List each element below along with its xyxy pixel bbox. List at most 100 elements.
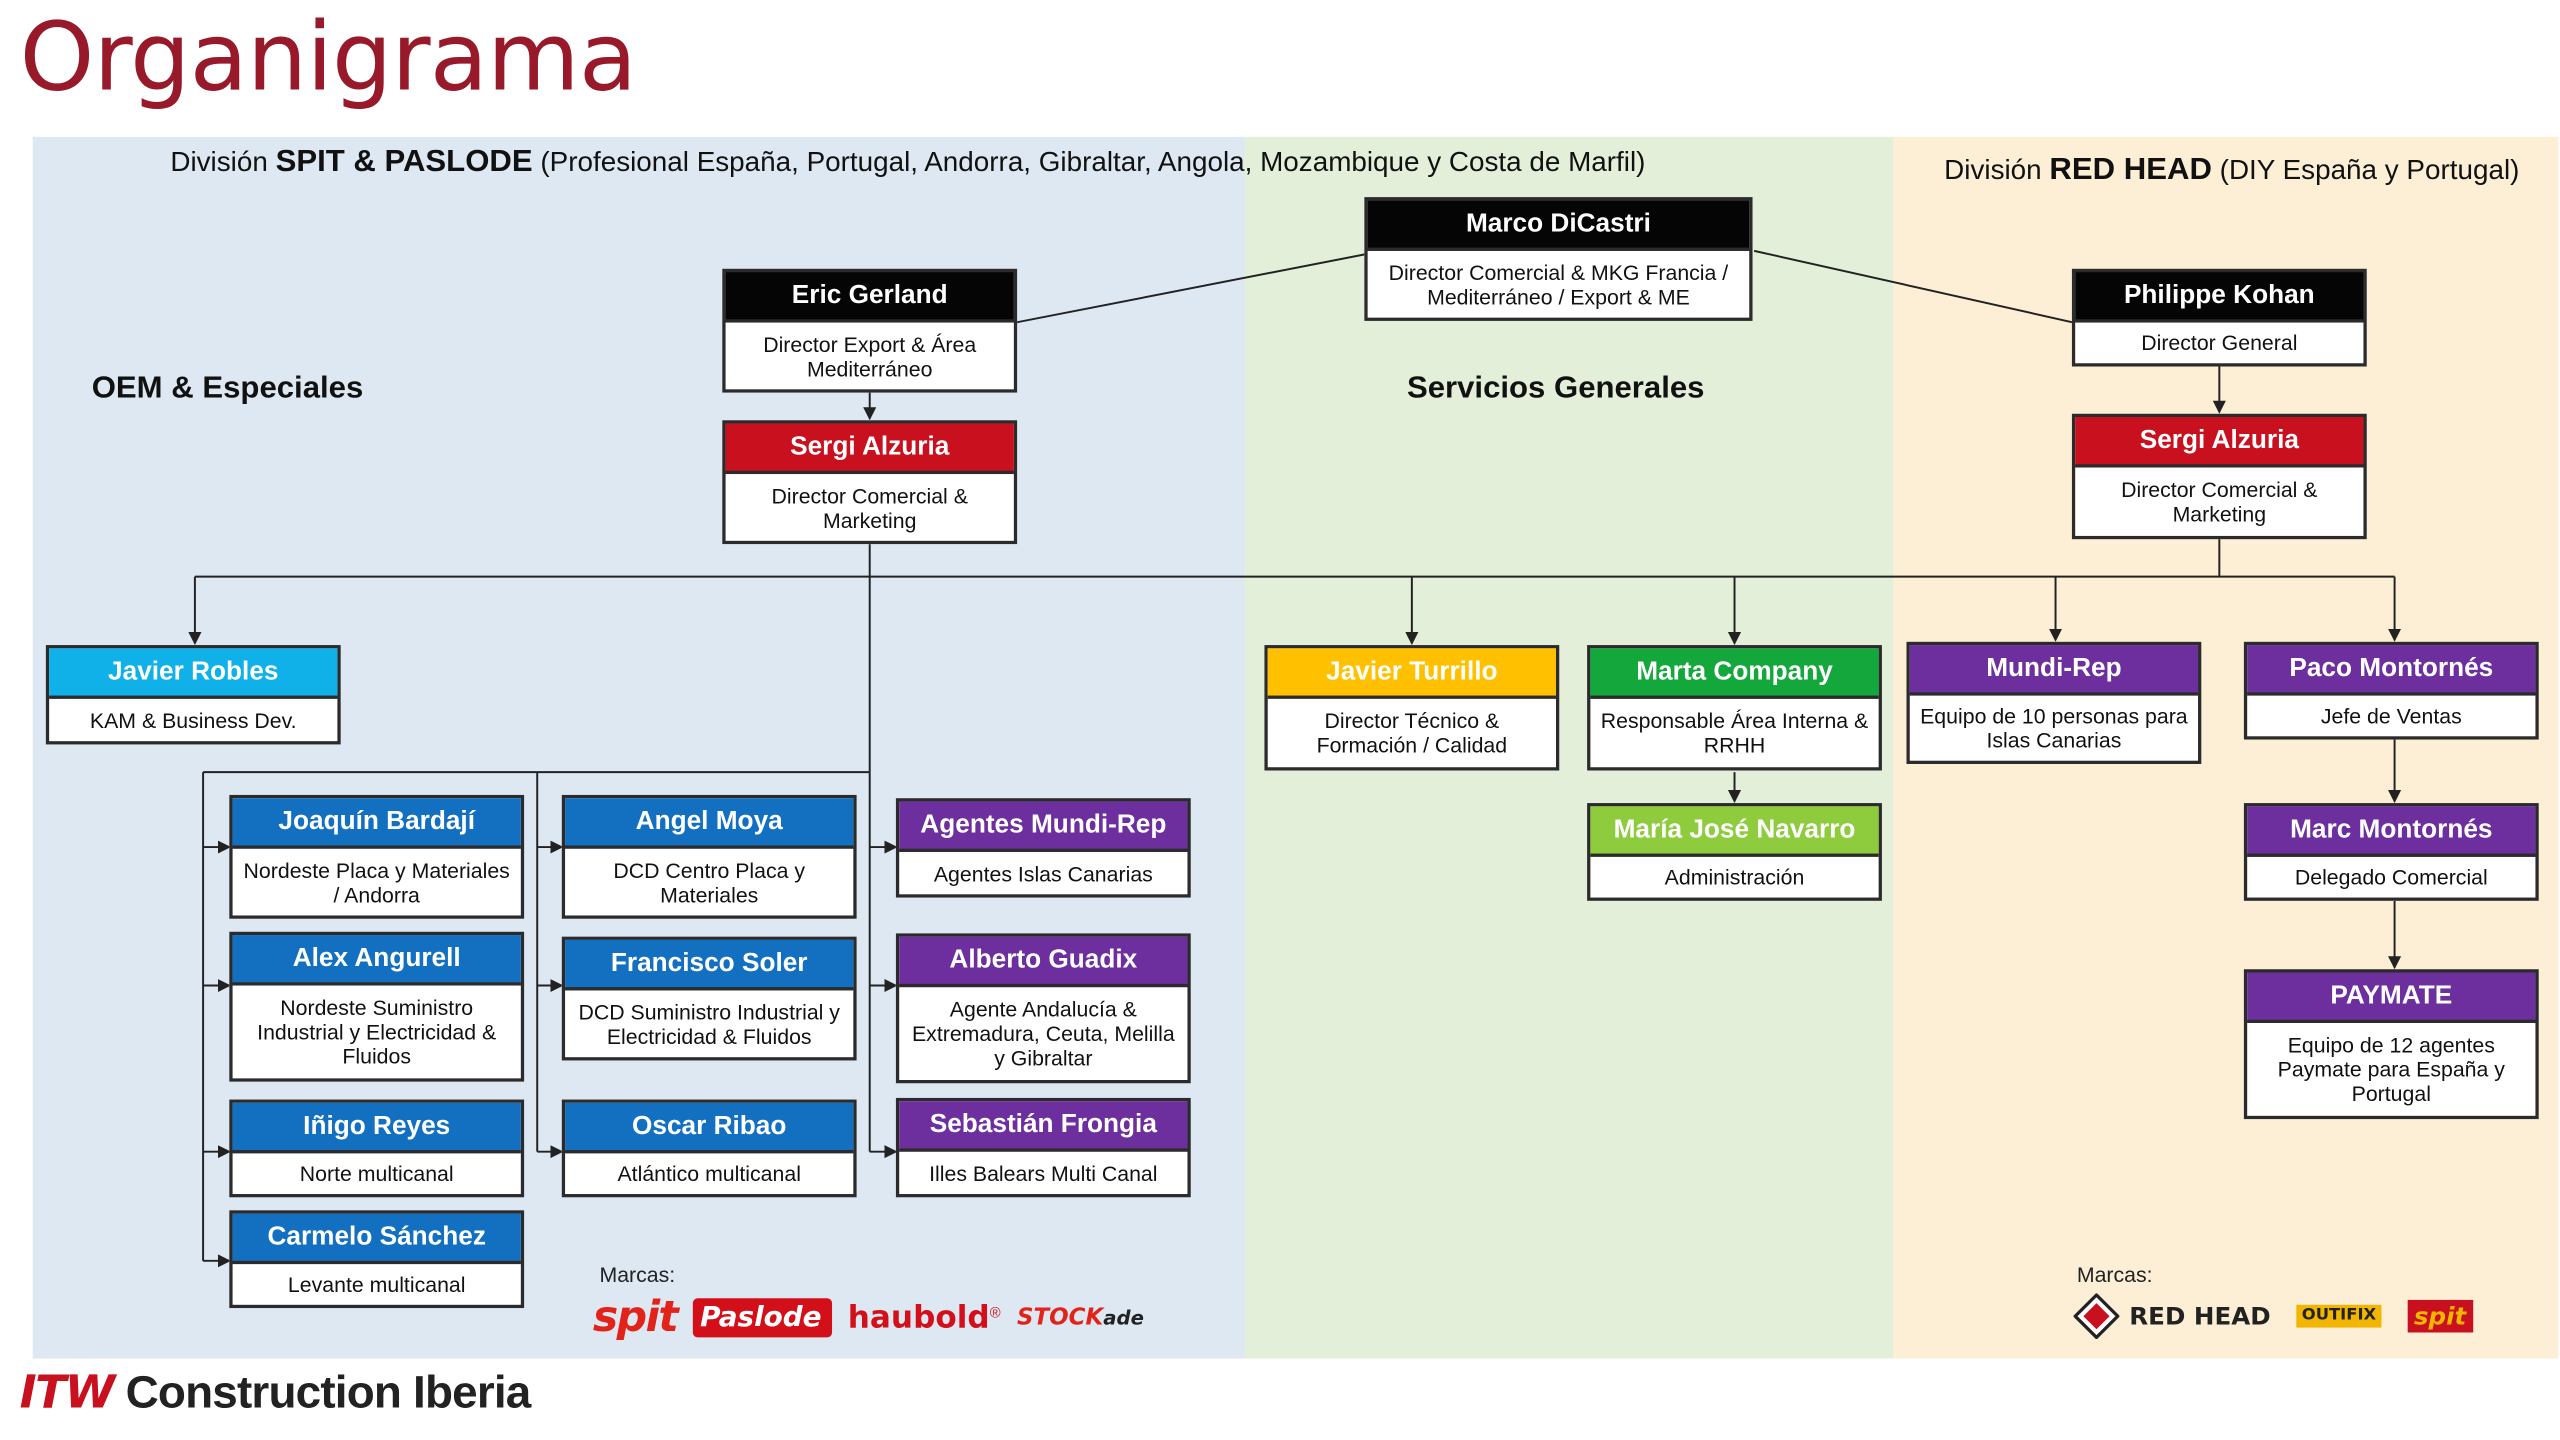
node-sergi-right: Sergi Alzuria Director Comercial & Marke…: [2071, 413, 2367, 540]
paslode-logo: Paslode: [693, 1298, 832, 1338]
node-agentes-role: Agentes Islas Canarias: [933, 860, 1153, 886]
node-agentes: Agentes Mundi-Rep Agentes Islas Canarias: [895, 798, 1191, 898]
node-oscar: Oscar Ribao Atlántico multicanal: [561, 1099, 857, 1198]
node-alex-name: Alex Angurell: [232, 935, 521, 986]
node-javier-robles: Javier Robles KAM & Business Dev.: [45, 645, 341, 745]
division-spit-scope: (Profesional España, Portugal, Andorra, …: [532, 146, 1646, 178]
redhead-diamond-icon: [2073, 1293, 2120, 1340]
spit-small-logo: spit: [2407, 1299, 2473, 1333]
node-marta-name: Marta Company: [1590, 648, 1879, 699]
node-alex: Alex Angurell Nordeste Suministro Indust…: [229, 931, 525, 1082]
node-inigo: Iñigo Reyes Norte multicanal: [229, 1099, 525, 1198]
connector-marco-philippe: [1753, 249, 2074, 324]
node-javier-robles-name: Javier Robles: [49, 648, 338, 699]
node-sergi-right-name: Sergi Alzuria: [2075, 417, 2364, 468]
haubold-registered-mark: ®: [989, 1304, 1001, 1321]
node-carmelo-role: Levante multicanal: [287, 1272, 466, 1297]
node-marta-role: Responsable Área Interna & RRHH: [1600, 708, 1869, 758]
brand-logos-left: spit Paslode haubold® STOCKade: [593, 1290, 1144, 1345]
node-eric-role: Director Export & Área Mediterráneo: [763, 331, 977, 381]
node-javier-turrillo: Javier Turrillo Director Técnico & Forma…: [1264, 645, 1560, 771]
node-francisco-role: DCD Suministro Industrial y Electricidad…: [578, 999, 840, 1049]
spit-logo: spit: [592, 1293, 679, 1343]
node-alberto: Alberto Guadix Agente Andalucía & Extrem…: [895, 933, 1191, 1084]
node-marc-role: Delegado Comercial: [2294, 864, 2488, 890]
page-title: Organigrama: [19, 1, 637, 113]
node-maria: María José Navarro Administración: [1587, 803, 1882, 901]
haubold-logo-text: haubold: [847, 1299, 990, 1336]
division-spit-name: SPIT & PASLODE: [275, 144, 533, 180]
node-sebastian: Sebastián Frongia Illes Balears Multi Ca…: [895, 1097, 1191, 1198]
node-javier-robles-role: KAM & Business Dev.: [89, 707, 297, 733]
brands-label-right: Marcas:: [2076, 1262, 2153, 1287]
node-marc: Marc Montornés Delegado Comercial: [2243, 803, 2539, 901]
node-oscar-name: Oscar Ribao: [565, 1102, 854, 1154]
node-alberto-role: Agente Andalucía & Extremadura, Ceuta, M…: [911, 996, 1175, 1071]
company-footer: ITW Construction Iberia: [19, 1365, 532, 1419]
outifix-logo: OUTIFIX: [2296, 1304, 2382, 1328]
company-name: Construction Iberia: [113, 1366, 532, 1418]
node-sebastian-role: Illes Balears Multi Canal: [929, 1160, 1158, 1186]
redhead-logo-text: RED HEAD: [2129, 1301, 2271, 1331]
brand-logos-right: RED HEAD OUTIFIX spit: [2073, 1292, 2473, 1341]
stockade-logo-tail: ade: [1103, 1306, 1144, 1330]
division-redhead-prefix: División: [1944, 154, 2050, 186]
node-philippe: Philippe Kohan Director General: [2071, 268, 2367, 367]
division-redhead-heading: División RED HEAD (DIY España y Portugal…: [1944, 153, 2519, 189]
itw-logo: ITW: [19, 1365, 116, 1419]
node-agentes-name: Agentes Mundi-Rep: [899, 801, 1188, 852]
division-spit-heading: División SPIT & PASLODE (Profesional Esp…: [170, 145, 1645, 181]
node-alberto-name: Alberto Guadix: [899, 936, 1188, 988]
node-paymate-role: Equipo de 12 agentes Paymate para España…: [2277, 1032, 2505, 1107]
node-francisco: Francisco Soler DCD Suministro Industria…: [561, 936, 857, 1061]
node-marc-name: Marc Montornés: [2247, 806, 2536, 857]
node-marco-name: Marco DiCastri: [1367, 200, 1750, 251]
node-philippe-name: Philippe Kohan: [2075, 272, 2364, 323]
node-marco: Marco DiCastri Director Comercial & MKG …: [1364, 197, 1753, 321]
node-paymate: PAYMATE Equipo de 12 agentes Paymate par…: [2243, 969, 2539, 1120]
node-philippe-role: Director General: [2141, 330, 2298, 356]
stockade-logo: STOCKade: [1017, 1305, 1144, 1331]
brands-label-left: Marcas:: [599, 1262, 676, 1287]
node-carmelo: Carmelo Sánchez Levante multicanal: [229, 1210, 525, 1309]
node-francisco-name: Francisco Soler: [565, 939, 854, 991]
node-alex-role: Nordeste Suministro Industrial y Electri…: [257, 995, 497, 1069]
node-eric-name: Eric Gerland: [725, 272, 1014, 323]
node-mundirep-name: Mundi-Rep: [1909, 645, 2199, 696]
haubold-logo: haubold®: [848, 1300, 1001, 1336]
node-angel: Angel Moya DCD Centro Placa y Materiales: [561, 794, 857, 919]
node-paco-name: Paco Montornés: [2247, 645, 2536, 696]
section-oem-title: OEM & Especiales: [91, 371, 364, 406]
node-joaquin-name: Joaquín Bardají: [232, 798, 521, 849]
node-sergi-right-role: Director Comercial & Marketing: [2121, 477, 2318, 527]
node-angel-role: DCD Centro Placa y Materiales: [613, 857, 806, 907]
section-servicios-title: Servicios Generales: [1406, 371, 1705, 406]
node-sergi-left-role: Director Comercial & Marketing: [771, 482, 968, 532]
node-inigo-role: Norte multicanal: [299, 1161, 454, 1186]
node-paco: Paco Montornés Jefe de Ventas: [2243, 641, 2539, 740]
node-sergi-left: Sergi Alzuria Director Comercial & Marke…: [722, 420, 1018, 545]
node-joaquin-role: Nordeste Placa y Materiales / Andorra: [243, 857, 510, 907]
node-eric: Eric Gerland Director Export & Área Medi…: [722, 268, 1018, 393]
node-carmelo-name: Carmelo Sánchez: [232, 1213, 521, 1265]
connector-marco-eric: [1015, 253, 1367, 324]
node-mundirep: Mundi-Rep Equipo de 10 personas para Isl…: [1906, 641, 2202, 764]
node-maria-name: María José Navarro: [1590, 806, 1879, 857]
stockade-logo-text: STOCK: [1016, 1304, 1104, 1331]
node-joaquin: Joaquín Bardají Nordeste Placa y Materia…: [229, 794, 525, 919]
node-javier-turrillo-role: Director Técnico & Formación / Calidad: [1316, 708, 1508, 758]
node-paco-role: Jefe de Ventas: [2320, 703, 2462, 729]
node-maria-role: Administración: [1664, 864, 1805, 890]
node-mundirep-role: Equipo de 10 personas para Islas Canaria…: [1920, 703, 2188, 753]
node-sebastian-name: Sebastián Frongia: [899, 1101, 1188, 1152]
redhead-logo: RED HEAD: [2073, 1293, 2271, 1340]
node-sergi-left-name: Sergi Alzuria: [725, 423, 1014, 475]
node-marta: Marta Company Responsable Área Interna &…: [1587, 645, 1882, 771]
division-redhead-name: RED HEAD: [2049, 153, 2212, 188]
node-paymate-name: PAYMATE: [2247, 972, 2536, 1023]
node-oscar-role: Atlántico multicanal: [617, 1161, 801, 1186]
division-spit-prefix: División: [170, 146, 276, 178]
node-marco-role: Director Comercial & MKG Francia / Medit…: [1388, 259, 1729, 309]
